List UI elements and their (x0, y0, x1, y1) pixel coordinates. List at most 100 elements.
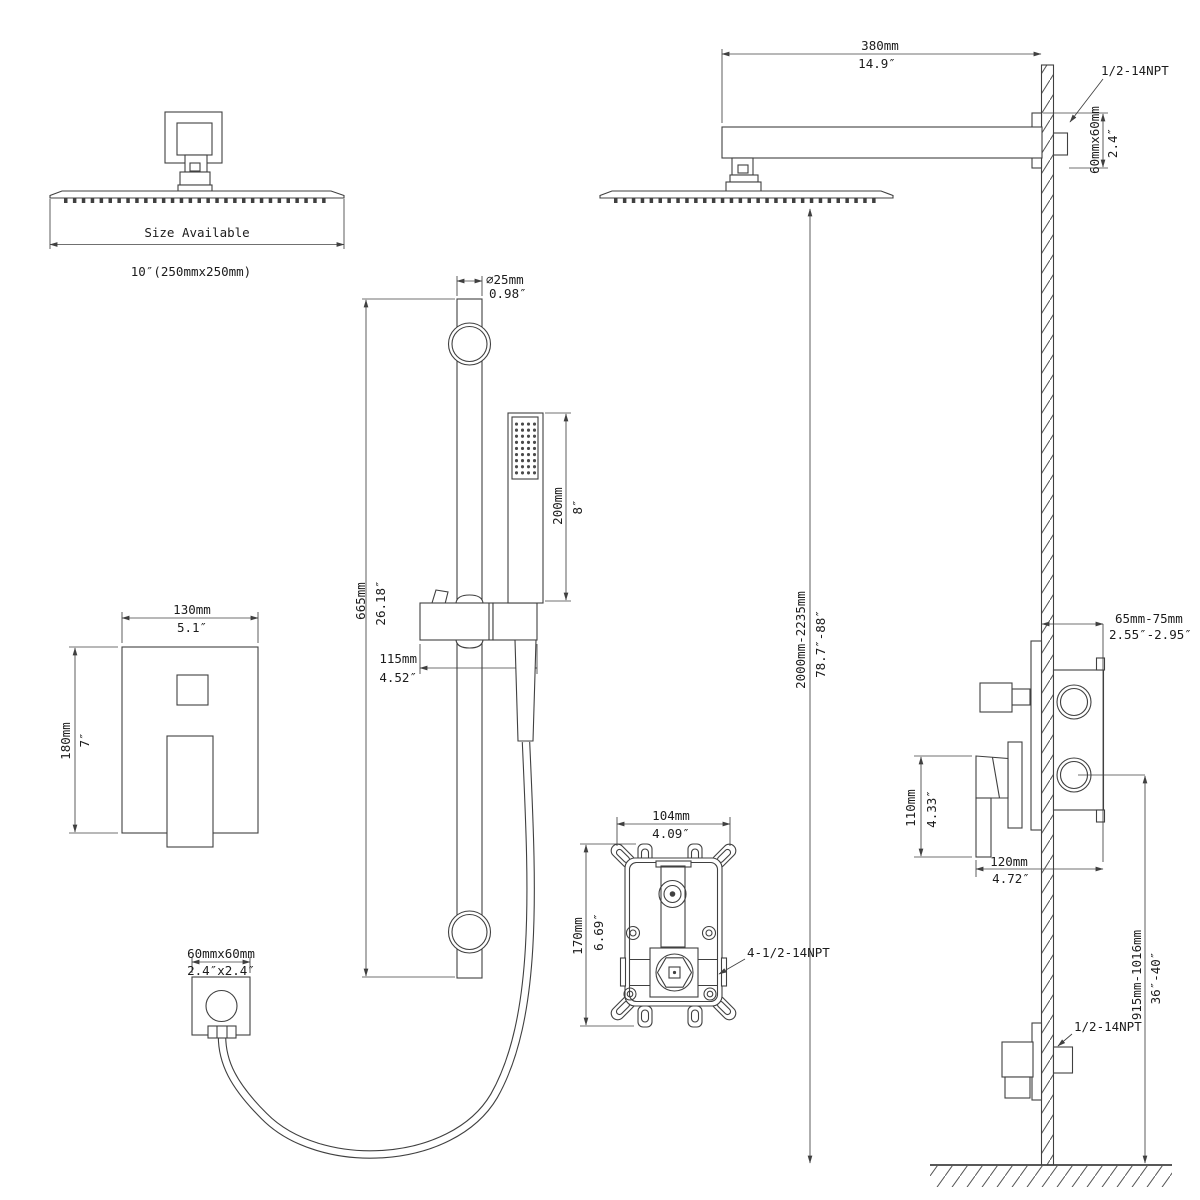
bar-length-mm: 665mm (353, 582, 368, 620)
ground-hatch (930, 1166, 1172, 1187)
rough-in-valve: 104mm 4.09″ 170mm 6.69″ 4-1/2-14NPT (570, 808, 830, 1028)
handle-depth-in: 4.72″ (992, 871, 1030, 886)
arm-dim-in: 14.9″ (858, 56, 896, 71)
wall-section (1040, 64, 1055, 1166)
wand-dim-mm: 200mm (550, 487, 565, 525)
outlet-lower (1004, 1076, 1031, 1099)
outlet-thread-leader (1057, 1033, 1073, 1047)
height-dim-in: 78.7″-88″ (813, 610, 828, 678)
bar-bottom-mount (447, 910, 492, 954)
valve-thread-label: 4-1/2-14NPT (747, 945, 830, 960)
valve-thread-leader (718, 958, 746, 975)
hand-shower-wand (507, 412, 544, 742)
ground (930, 1164, 1172, 1187)
outlet-thread-nipple (1052, 1046, 1074, 1074)
valve-height-mm: 170mm (570, 917, 585, 955)
overhead-shower-front-view: Size Available 10″(250mmx250mm) (49, 111, 345, 279)
screw-hole (703, 987, 717, 1001)
wall-outlet-side-view: 1/2-14NPT (1001, 1019, 1142, 1101)
diverter-knob-side (979, 682, 1013, 713)
mount-tab (687, 1005, 703, 1028)
depth-dim-in: 2.55″-2.95″ (1109, 627, 1192, 642)
valve-width-in: 4.09″ (652, 826, 690, 841)
handle-height-mm: 110mm (903, 789, 918, 827)
arm-thread-nipple (1052, 132, 1069, 156)
valve-port-top (1056, 684, 1092, 720)
valve-tab (1095, 809, 1106, 823)
holder-cradle (492, 602, 538, 641)
valve-tab (1095, 657, 1106, 671)
arm-thread-label: 1/2-14NPT (1101, 63, 1169, 78)
valve-height-in: 6.69″ (591, 913, 606, 951)
elbow-outlet (205, 989, 238, 1023)
holder-dim-mm: 115mm (379, 651, 417, 666)
valve-top-port (658, 879, 687, 909)
side-port (619, 957, 627, 987)
shower-head-plate-side (599, 190, 894, 199)
ball-joint-base (179, 171, 211, 186)
elbow-dim-mm: 60mmx60mm (187, 946, 255, 961)
valve-side-view: 65mm-75mm 2.55″-2.95″ 110mm 4.33″ 120mm … (903, 611, 1192, 1164)
hose-outline (217, 741, 535, 1159)
size-available-label: Size Available (144, 225, 249, 240)
arm-ball-joint (731, 157, 754, 176)
holder-body (419, 602, 494, 641)
handle-height-in: 4.33″ (924, 790, 939, 828)
wand-body (507, 412, 544, 604)
slide-bar-assembly: ∅25mm 0.98″ 665mm 26.18″ 115mm 4.52″ (353, 272, 585, 979)
height-dim-mm: 2000mm-2235mm (793, 591, 808, 689)
wall-supply-elbow: 60mmx60mm 2.4″x2.4″ (187, 946, 255, 1039)
arm-dim-mm: 380mm (861, 38, 899, 53)
elbow-dim-in: 2.4″x2.4″ (187, 963, 255, 978)
flange-dim-mm: 60mmx60mm (1087, 106, 1102, 174)
diverter-stem (1011, 688, 1031, 706)
handle-lever-side (975, 797, 992, 858)
outlet-height-in: 36″-40″ (1148, 952, 1163, 1005)
wand-dim-in: 8″ (570, 499, 585, 514)
wand-handle (514, 639, 537, 742)
hand-shower-hose (217, 741, 535, 1159)
shower-arm (721, 126, 1043, 159)
elbow-nut (207, 1025, 237, 1039)
cartridge-stem (668, 966, 681, 979)
overall-height-dimension: 2000mm-2235mm 78.7″-88″ (793, 208, 828, 1164)
valve-trim-plate-front: 130mm 5.1″ 180mm 7″ (58, 602, 259, 848)
holder-lock-lever (431, 589, 449, 605)
plate-height-in: 7″ (77, 732, 92, 747)
cartridge-hex (656, 957, 693, 988)
depth-dim-mm: 65mm-75mm (1115, 611, 1183, 626)
arm-thread-leader (1069, 78, 1104, 123)
handle-depth-mm: 120mm (990, 854, 1028, 869)
mount-bracket-inner (176, 122, 213, 156)
bar-diameter-mm: ∅25mm (486, 272, 524, 287)
screw-hole (625, 925, 641, 941)
mount-tab (637, 1005, 653, 1028)
handle-escutcheon (1007, 741, 1023, 829)
bar-top-mount (447, 322, 492, 366)
overhead-shower-side-view: 380mm 14.9″ 60mmx60mm 2.4″ 1/2-14NPT (599, 38, 1169, 203)
plate-height-mm: 180mm (58, 722, 73, 760)
screw-hole (623, 987, 637, 1001)
mixer-handle (166, 735, 214, 848)
outlet-thread-label: 1/2-14NPT (1074, 1019, 1142, 1034)
hose-fill (218, 741, 534, 1158)
bar-diameter-in: 0.98″ (489, 286, 527, 301)
plate-width-mm: 130mm (173, 602, 211, 617)
trim-plate-edge (1030, 640, 1043, 831)
bar-length-in: 26.18″ (373, 580, 388, 625)
valve-width-mm: 104mm (652, 808, 690, 823)
diverter-button (176, 674, 209, 706)
outlet-height-mm: 915mm-1016mm (1129, 930, 1144, 1020)
holder-dim-in: 4.52″ (379, 670, 417, 685)
screw-hole (701, 925, 717, 941)
flange-dim-in: 2.4″ (1105, 128, 1120, 158)
handle-body-side (975, 755, 1009, 799)
size-value-label: 10″(250mmx250mm) (131, 264, 251, 279)
wand-face-plate (511, 416, 539, 480)
plate-width-in: 5.1″ (177, 620, 207, 635)
shower-head-plate (49, 190, 345, 199)
slider-holder (419, 589, 538, 649)
outlet-body (1001, 1041, 1034, 1078)
